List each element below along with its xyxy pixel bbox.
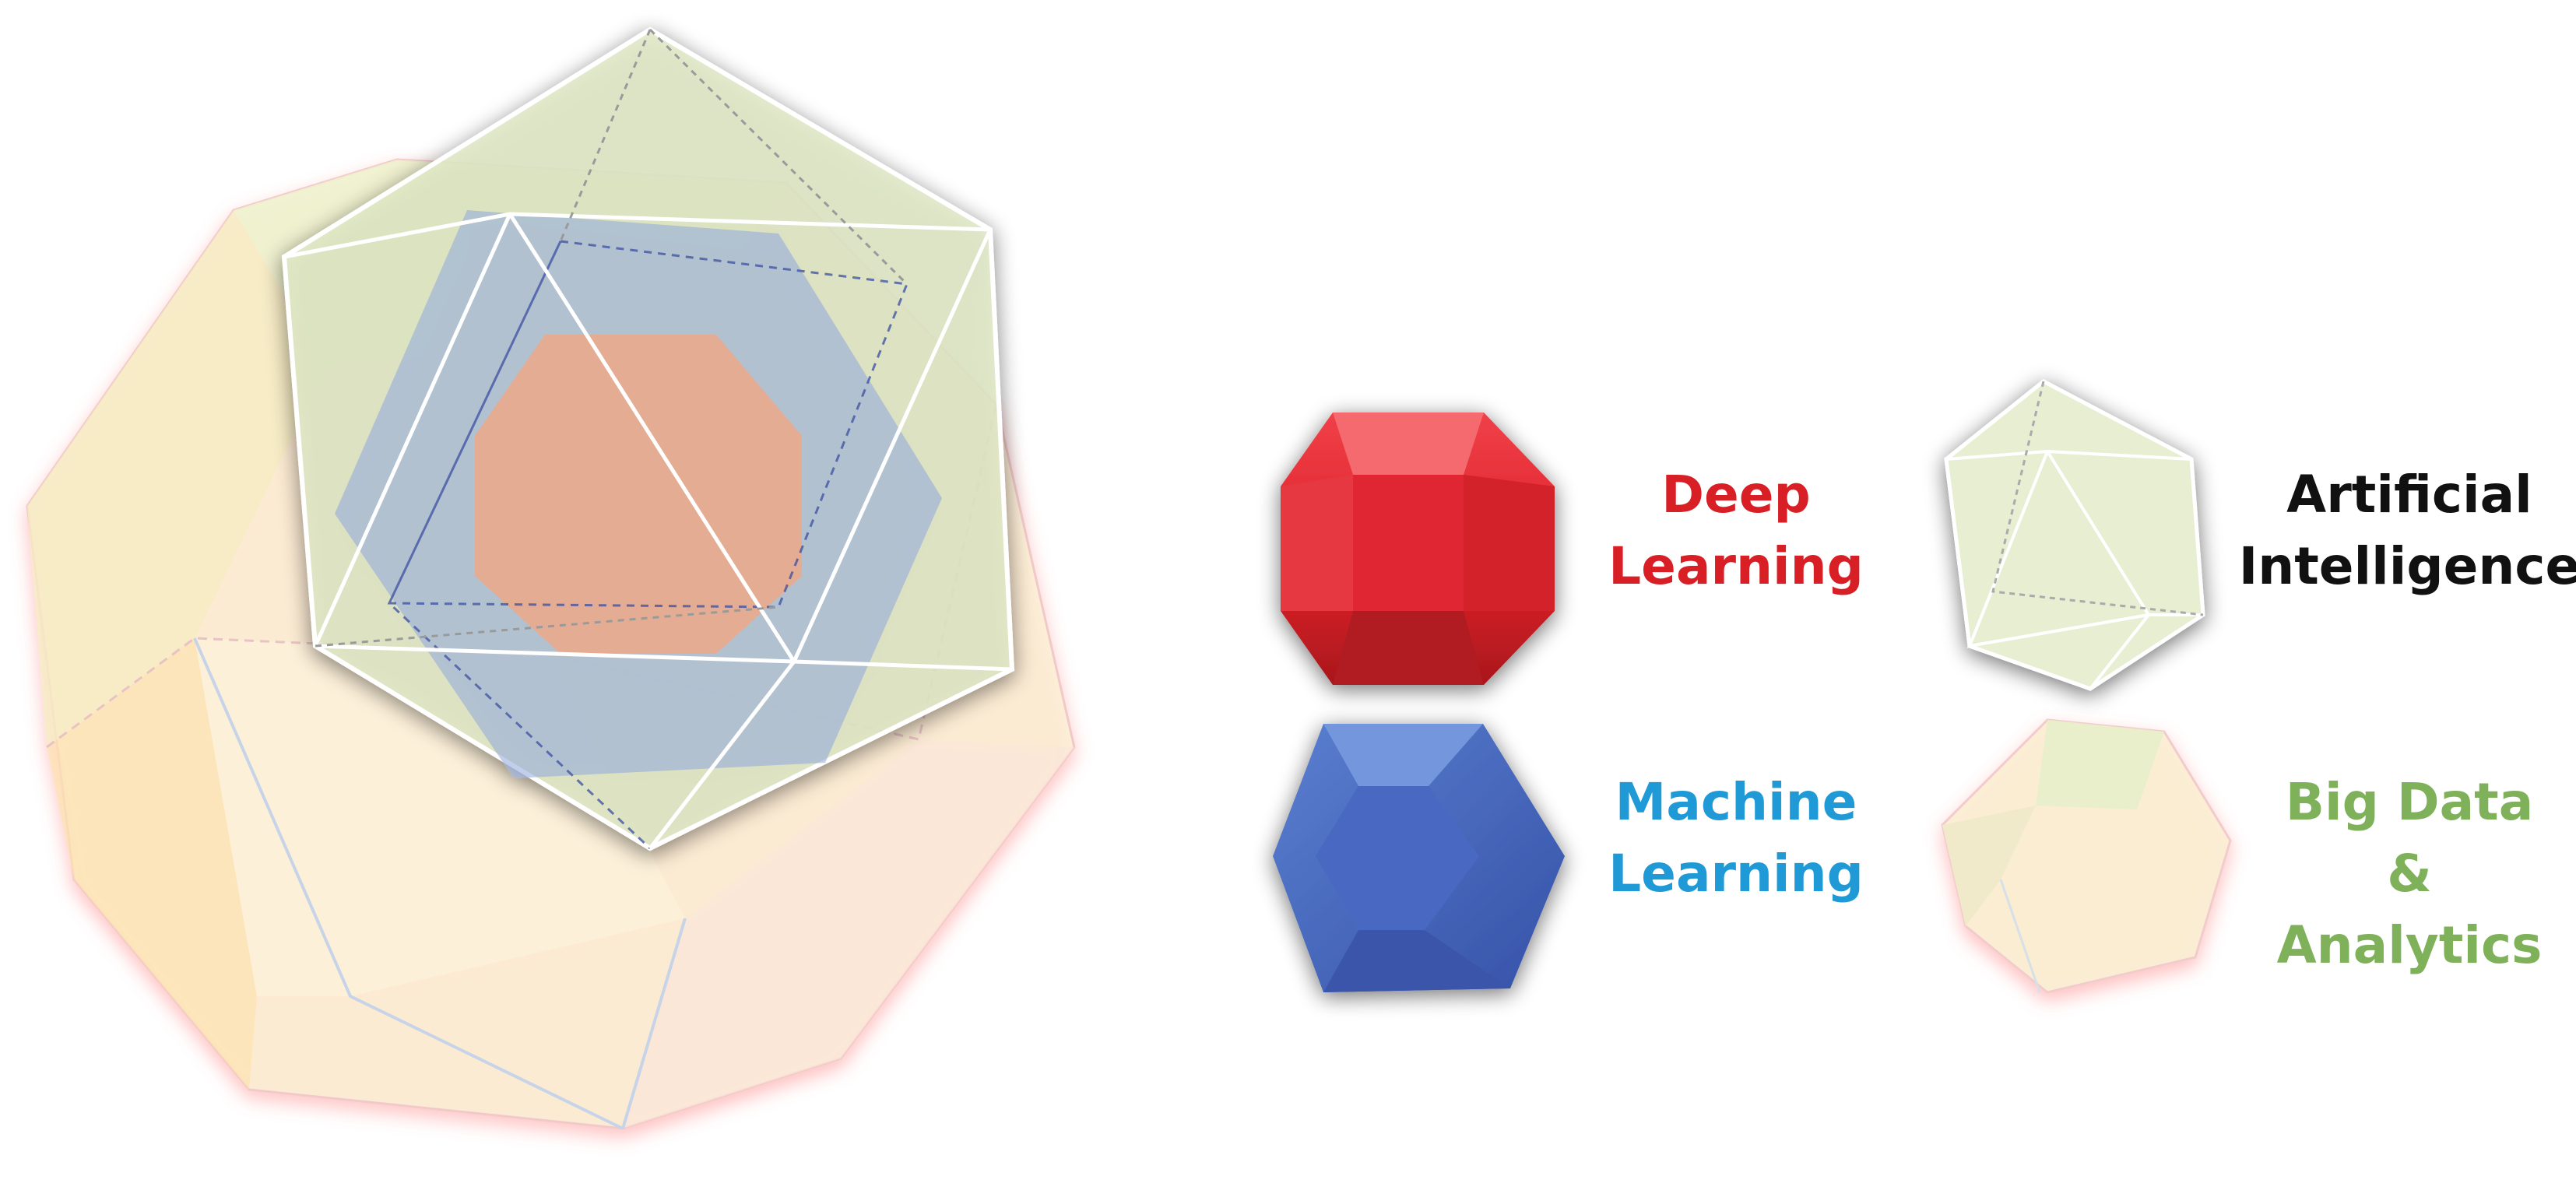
dl-rhombicuboctahedron-inner	[475, 335, 802, 654]
machine-learning-line2: Learning	[1608, 844, 1864, 904]
big-data-label: Big Data & Analytics	[2277, 767, 2543, 981]
big-data-line2: &	[2387, 844, 2432, 904]
machine-learning-icon	[1273, 724, 1565, 992]
ai-icosahedron	[281, 26, 1015, 851]
big-data-icon	[1941, 718, 2232, 994]
machine-learning-label: Machine Learning	[1608, 767, 1864, 910]
ai-line2: Intelligence	[2238, 536, 2576, 596]
deep-learning-icon	[1281, 412, 1555, 685]
big-data-line1: Big Data	[2285, 772, 2534, 832]
artificial-intelligence-label: Artificial Intelligence	[2239, 459, 2576, 602]
nested-polyhedra	[26, 26, 1076, 1130]
artificial-intelligence-icon	[1944, 379, 2205, 691]
machine-learning-line1: Machine	[1615, 772, 1857, 832]
deep-learning-line1: Deep	[1661, 465, 1811, 525]
deep-learning-label: Deep Learning	[1608, 459, 1864, 602]
ai-line1: Artificial	[2286, 465, 2532, 525]
big-data-line3: Analytics	[2276, 915, 2543, 975]
deep-learning-line2: Learning	[1608, 536, 1864, 596]
